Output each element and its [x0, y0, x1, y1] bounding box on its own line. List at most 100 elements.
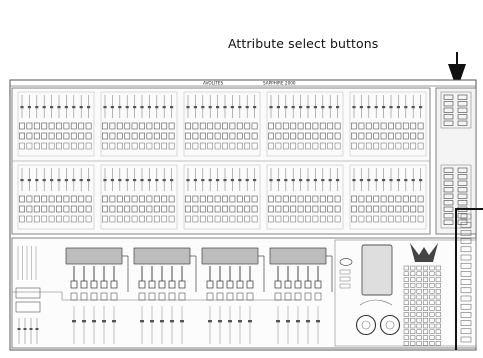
- select-button: [244, 215, 251, 223]
- select-button: [229, 142, 236, 150]
- swop-button: [139, 132, 145, 140]
- select-button: [153, 142, 160, 150]
- fader-knob: [133, 106, 137, 109]
- keypad-key: [435, 288, 441, 294]
- attribute-select-button: [443, 213, 454, 219]
- swop-button: [185, 205, 191, 213]
- flash-button: [358, 122, 365, 130]
- preset-button: [70, 292, 78, 301]
- flash-button: [185, 122, 191, 130]
- keypad-key: [416, 317, 422, 323]
- flash-button: [102, 195, 108, 203]
- preset-fader-knob: [102, 320, 106, 323]
- swop-button: [319, 132, 326, 140]
- fader-knob: [299, 106, 303, 109]
- keypad-key: [403, 300, 409, 306]
- swop-button: [207, 205, 214, 213]
- fader-knob: [269, 106, 273, 109]
- attribute-select-buttons: [440, 91, 472, 229]
- preset-button: [80, 280, 88, 289]
- preset-fader-knob: [112, 320, 116, 323]
- select-button: [388, 215, 394, 223]
- swop-button: [26, 132, 33, 140]
- keypad-key: [435, 341, 441, 346]
- fader-knob: [411, 179, 415, 182]
- preset-fader-knob: [286, 320, 290, 323]
- keypad-key: [422, 335, 429, 340]
- preset-button: [100, 280, 108, 289]
- side-key: [460, 213, 472, 220]
- flash-button: [402, 122, 409, 130]
- select-button: [199, 142, 206, 150]
- select-button: [282, 215, 289, 223]
- attribute-button-block: [440, 91, 472, 129]
- flash-button: [373, 195, 380, 203]
- swop-button: [124, 132, 131, 140]
- attribute-select-button: [457, 114, 468, 120]
- fader-knob: [223, 106, 227, 109]
- select-button: [365, 142, 372, 150]
- preset-button: [90, 280, 98, 289]
- preset-display: [201, 247, 259, 265]
- keypad-key: [416, 283, 422, 288]
- fader-knob: [253, 179, 257, 182]
- keypad-key: [416, 294, 422, 300]
- keypad-key: [429, 300, 435, 306]
- flash-button: [395, 122, 402, 130]
- flash-button: [85, 122, 92, 130]
- right-wheel-icon: [379, 314, 401, 336]
- swop-button: [70, 205, 77, 213]
- swop-button: [351, 132, 357, 140]
- select-button: [85, 142, 92, 150]
- fader-knob: [276, 179, 280, 182]
- swop-button: [85, 132, 92, 140]
- preset-button: [148, 280, 156, 289]
- flash-button: [410, 195, 417, 203]
- preset-fader-knob: [316, 320, 320, 323]
- keypad-key: [429, 271, 435, 277]
- flash-button: [417, 195, 424, 203]
- keypad-key: [435, 271, 441, 277]
- brand-left: AVOLITES: [203, 81, 223, 86]
- preset-fader-knob: [208, 320, 212, 323]
- flash-button: [192, 122, 199, 130]
- fader-knob: [284, 106, 288, 109]
- fader-knob: [238, 179, 242, 182]
- select-button: [373, 142, 380, 150]
- select-button: [395, 142, 402, 150]
- keypad-key: [403, 277, 409, 282]
- keypad-key: [410, 288, 416, 294]
- flash-button: [26, 195, 33, 203]
- keypad-key: [416, 323, 422, 329]
- keypad-key: [416, 312, 422, 317]
- flash-button: [319, 122, 326, 130]
- keypad-key: [435, 312, 441, 317]
- flash-button: [153, 195, 160, 203]
- callout-arrow-head: [448, 64, 466, 90]
- swop-button: [358, 205, 365, 213]
- flash-button: [48, 195, 55, 203]
- flash-button: [312, 195, 319, 203]
- keypad-key: [429, 294, 435, 300]
- attribute-select-button: [443, 94, 454, 100]
- select-button: [402, 142, 409, 150]
- select-button: [192, 215, 199, 223]
- preset-fader-knob: [296, 320, 300, 323]
- preset-button: [314, 280, 322, 289]
- select-button: [63, 142, 70, 150]
- fader-knob: [208, 106, 212, 109]
- fader-knob: [306, 106, 310, 109]
- preset-button: [246, 292, 254, 301]
- fader-group: [266, 164, 344, 230]
- swop-button: [41, 205, 48, 213]
- swop-button: [161, 205, 168, 213]
- swop-button: [33, 205, 40, 213]
- flash-button: [139, 195, 145, 203]
- preset-fader-knob: [160, 320, 164, 323]
- flash-button: [19, 195, 25, 203]
- select-button: [380, 142, 387, 150]
- select-button: [275, 142, 282, 150]
- preset-fader-knob: [276, 320, 280, 323]
- preset-display: [269, 247, 327, 265]
- swop-button: [388, 205, 394, 213]
